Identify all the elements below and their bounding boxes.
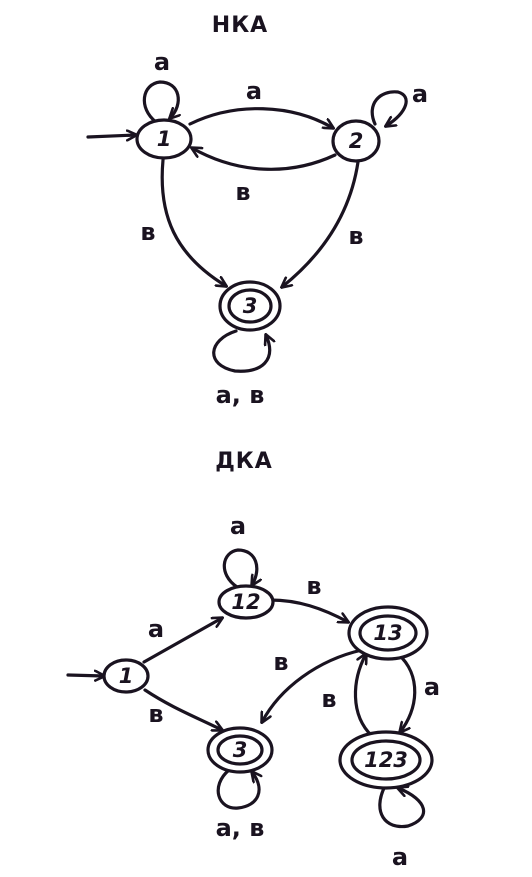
dfa-title: ДКА — [215, 449, 273, 474]
nfa-label-1-2: a — [246, 77, 262, 105]
dfa-diagram: ДКА 1 12 3 13 — [66, 449, 440, 871]
dfa-label-loop-123: a — [392, 843, 408, 871]
dfa-label-13-123: a — [424, 673, 440, 701]
nfa-label-2-3: в — [348, 222, 363, 250]
nfa-label-1-3: в — [140, 218, 155, 246]
dfa-label-123-13: в — [321, 685, 336, 713]
nfa-state-3-label: 3 — [243, 294, 258, 318]
nfa-state-3: 3 — [218, 280, 282, 332]
dfa-edge-13-123 — [396, 652, 417, 732]
nfa-edge-1-2 — [188, 107, 333, 128]
dfa-state-13: 13 — [347, 605, 429, 661]
nfa-state-1: 1 — [135, 118, 193, 160]
dfa-loop-12 — [222, 548, 257, 589]
dfa-label-13-3: в — [273, 648, 288, 676]
dfa-label-1-12: a — [148, 615, 164, 643]
nfa-label-loop-3: a, в — [216, 381, 265, 409]
dfa-edge-13-3 — [262, 648, 364, 722]
nfa-label-loop-2: a — [412, 80, 428, 108]
nfa-initial-arrow — [86, 135, 136, 137]
dfa-label-loop-3: a, в — [216, 814, 265, 842]
dfa-state-12: 12 — [217, 584, 275, 620]
dfa-state-3: 3 — [206, 726, 274, 774]
nfa-edge-2-3 — [282, 160, 360, 287]
dfa-loop-123 — [378, 784, 426, 829]
dfa-state-123-label: 123 — [364, 748, 408, 772]
nfa-title: НКА — [212, 13, 268, 38]
nfa-loop-2 — [370, 90, 408, 126]
dfa-state-1: 1 — [102, 658, 150, 694]
nfa-state-2: 2 — [331, 119, 381, 163]
dfa-state-12-label: 12 — [231, 590, 260, 614]
nfa-state-2-label: 2 — [349, 129, 364, 153]
nfa-label-loop-1: a — [154, 48, 170, 76]
dfa-edge-123-13 — [353, 654, 374, 738]
dfa-label-loop-12: a — [230, 512, 246, 540]
nfa-diagram: НКА 1 2 3 a a a в в в a, в — [86, 13, 428, 409]
dfa-label-1-3: в — [148, 700, 163, 728]
nfa-label-2-1: в — [235, 178, 250, 206]
dfa-loop-3 — [216, 768, 259, 810]
nfa-loop-1 — [142, 80, 178, 124]
dfa-state-1-label: 1 — [119, 664, 134, 688]
dfa-state-13-label: 13 — [373, 621, 402, 645]
dfa-state-3-label: 3 — [233, 738, 248, 762]
nfa-edge-1-3 — [160, 158, 226, 286]
dfa-label-12-13: в — [306, 572, 321, 600]
nfa-loop-3 — [212, 329, 270, 373]
nfa-state-1-label: 1 — [157, 127, 172, 151]
dfa-initial-arrow — [66, 675, 104, 676]
dfa-edge-1-12 — [142, 618, 222, 664]
dfa-state-123: 123 — [338, 730, 434, 790]
nfa-edge-2-1 — [192, 148, 337, 171]
dfa-edge-1-3 — [143, 688, 222, 730]
dfa-edge-12-13 — [268, 598, 348, 622]
